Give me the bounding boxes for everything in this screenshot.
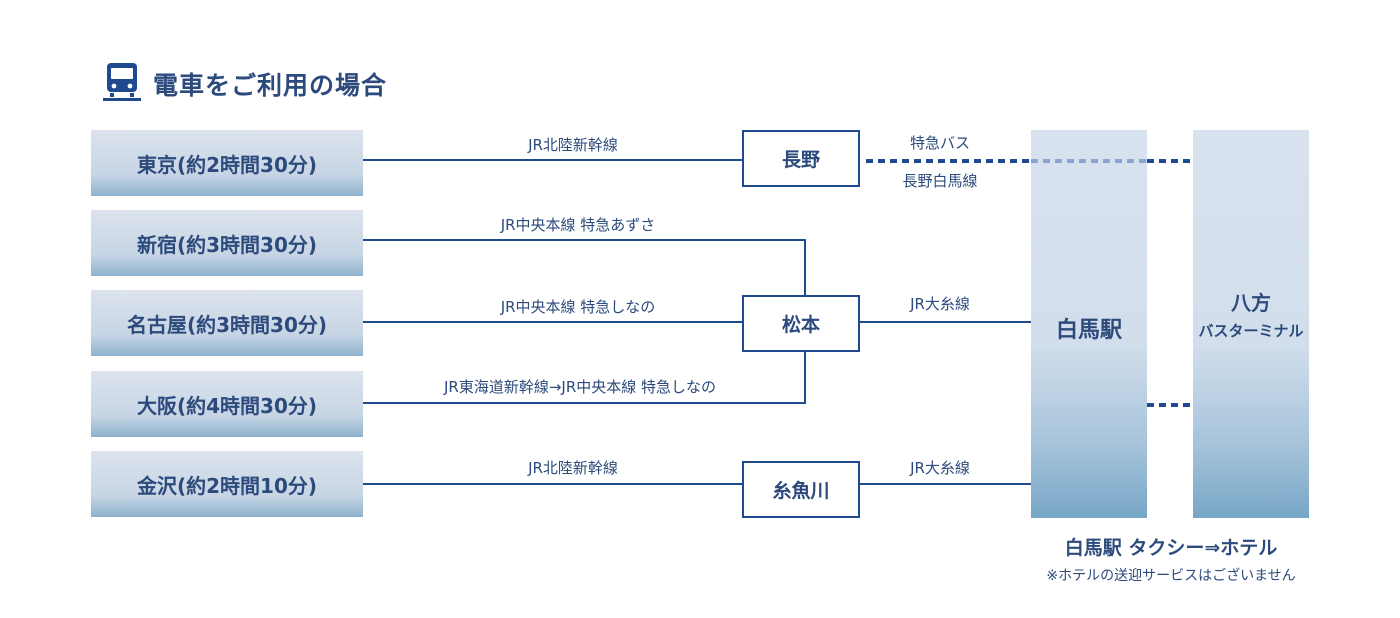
dashed-bus-line-b	[1031, 159, 1147, 163]
label-bus-bottom: 長野白馬線	[902, 172, 978, 190]
origin-osaka: 大阪(約4時間30分)	[91, 371, 363, 437]
happo-label: 八方	[1231, 291, 1271, 315]
happo-terminal-column: 八方 バスターミナル	[1193, 130, 1309, 518]
footer-taxi-info: 白馬駅 タクシー⇒ホテル	[1064, 537, 1278, 559]
hakuba-station-label: 白馬駅	[1055, 318, 1122, 343]
label-line-nagoya: JR中央本線 特急しなの	[500, 298, 656, 316]
label-line-itoigawa-hakuba: JR大糸線	[910, 459, 970, 477]
label-line-osaka: JR東海道新幹線→JR中央本線 特急しなの	[443, 378, 717, 396]
origin-tokyo: 東京(約2時間30分)	[91, 130, 363, 196]
station-itoigawa: 糸魚川	[742, 461, 860, 518]
station-nagano: 長野	[742, 130, 860, 187]
origin-shinjuku: 新宿(約3時間30分)	[91, 210, 363, 276]
label-line-matsumoto-hakuba: JR大糸線	[910, 295, 970, 313]
line-osaka-matsumoto	[363, 349, 806, 404]
label-bus-top: 特急バス	[909, 134, 970, 152]
page-title: 電車をご利用の場合	[103, 62, 387, 106]
bus-terminal-label: バスターミナル	[1198, 322, 1304, 340]
label-line-tokyo: JR北陸新幹線	[528, 136, 618, 154]
station-matsumoto: 松本	[742, 295, 860, 352]
footer-note: ※ホテルの送迎サービスはございません	[1046, 568, 1296, 584]
line-shinjuku-matsumoto	[363, 239, 806, 296]
label-line-kanazawa: JR北陸新幹線	[528, 459, 618, 477]
label-line-shinjuku: JR中央本線 特急あずさ	[500, 216, 656, 234]
train-icon	[103, 62, 141, 106]
origin-kanazawa: 金沢(約2時間10分)	[91, 451, 363, 517]
hakuba-station-column: 白馬駅	[1031, 130, 1147, 518]
origin-nagoya: 名古屋(約3時間30分)	[91, 290, 363, 356]
page-title-text: 電車をご利用の場合	[153, 71, 388, 100]
